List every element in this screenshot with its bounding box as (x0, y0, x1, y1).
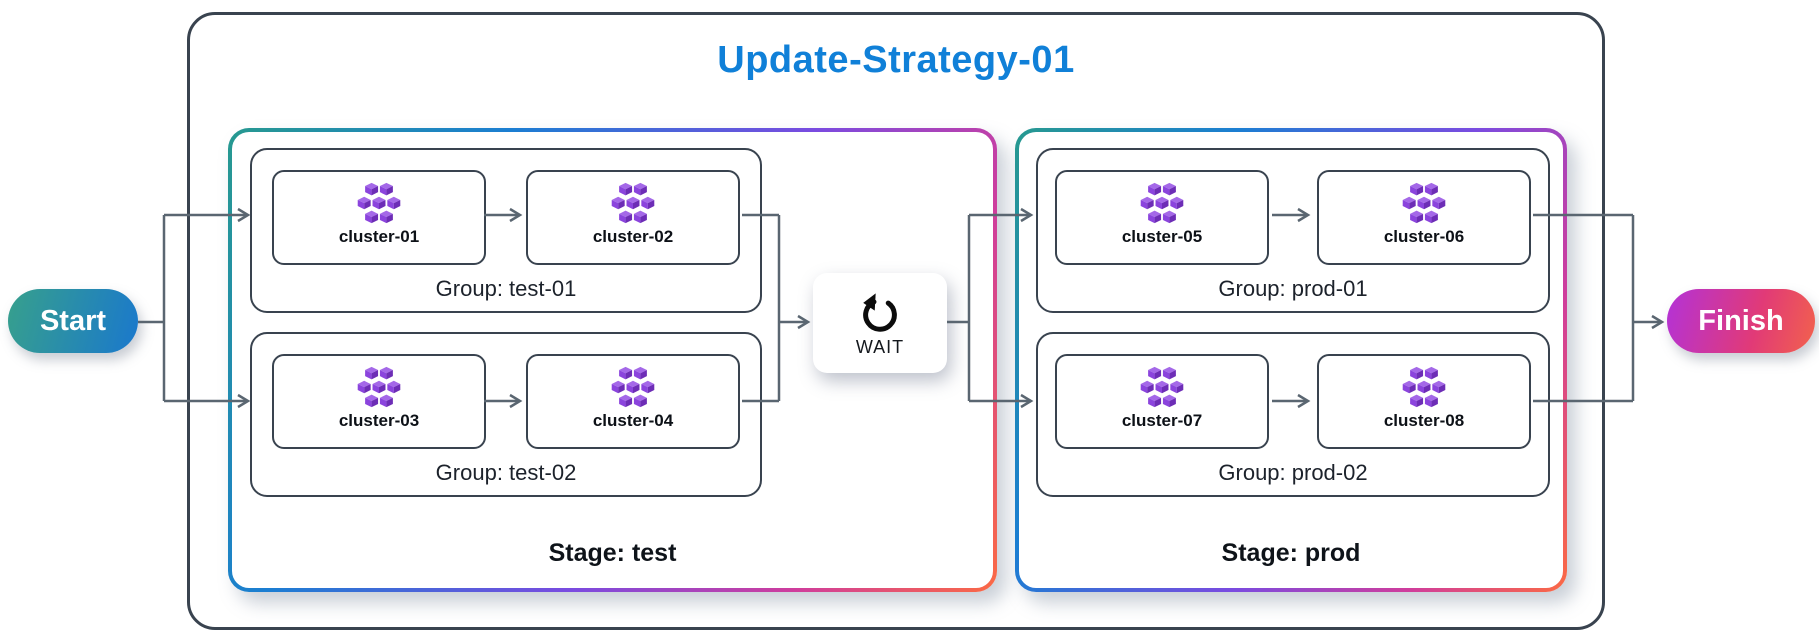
cluster-label: cluster-04 (592, 411, 674, 430)
wait-label: WAIT (855, 336, 905, 357)
cluster-card: cluster-08 (1317, 354, 1531, 449)
cluster-label: cluster-07 (1121, 411, 1203, 430)
cluster-card: cluster-03 (272, 354, 486, 449)
aks-cluster-icon (1399, 181, 1449, 225)
group-box-test-02: cluster-03 cluster-04 Group: test-02 (250, 332, 762, 497)
cluster-card: cluster-01 (272, 170, 486, 265)
strategy-title: Update-Strategy-01 (717, 39, 1075, 81)
cluster-label: cluster-08 (1383, 411, 1465, 430)
cluster-label: cluster-01 (338, 227, 420, 246)
aks-cluster-icon (1137, 365, 1187, 409)
stage-box-prod: cluster-05 cluster-06 Group: prod-01 clu… (1015, 128, 1567, 592)
aks-cluster-icon (354, 181, 404, 225)
cluster-card: cluster-02 (526, 170, 740, 265)
cluster-card: cluster-05 (1055, 170, 1269, 265)
aks-cluster-icon (1399, 365, 1449, 409)
cluster-card: cluster-06 (1317, 170, 1531, 265)
cluster-card: cluster-07 (1055, 354, 1269, 449)
finish-node: Finish (1667, 289, 1815, 353)
group-label: Group: test-02 (435, 460, 577, 485)
aks-cluster-icon (1137, 181, 1187, 225)
aks-cluster-icon (608, 365, 658, 409)
stage-label: Stage: prod (1221, 539, 1361, 567)
group-box-prod-02: cluster-07 cluster-08 Group: prod-02 (1036, 332, 1550, 497)
cluster-label: cluster-02 (592, 227, 674, 246)
group-box-prod-01: cluster-05 cluster-06 Group: prod-01 (1036, 148, 1550, 313)
group-box-test-01: cluster-01 cluster-02 Group: test-01 (250, 148, 762, 313)
cluster-label: cluster-05 (1121, 227, 1203, 246)
group-label: Group: test-01 (435, 276, 577, 301)
group-label: Group: prod-01 (1218, 276, 1368, 301)
cluster-card: cluster-04 (526, 354, 740, 449)
stage-label: Stage: test (548, 539, 677, 567)
group-label: Group: prod-02 (1218, 460, 1368, 485)
aks-cluster-icon (608, 181, 658, 225)
cluster-label: cluster-06 (1383, 227, 1465, 246)
aks-cluster-icon (354, 365, 404, 409)
cluster-label: cluster-03 (338, 411, 420, 430)
start-node: Start (8, 289, 138, 353)
refresh-ccw-icon (863, 292, 897, 332)
wait-node: WAIT (813, 273, 947, 373)
